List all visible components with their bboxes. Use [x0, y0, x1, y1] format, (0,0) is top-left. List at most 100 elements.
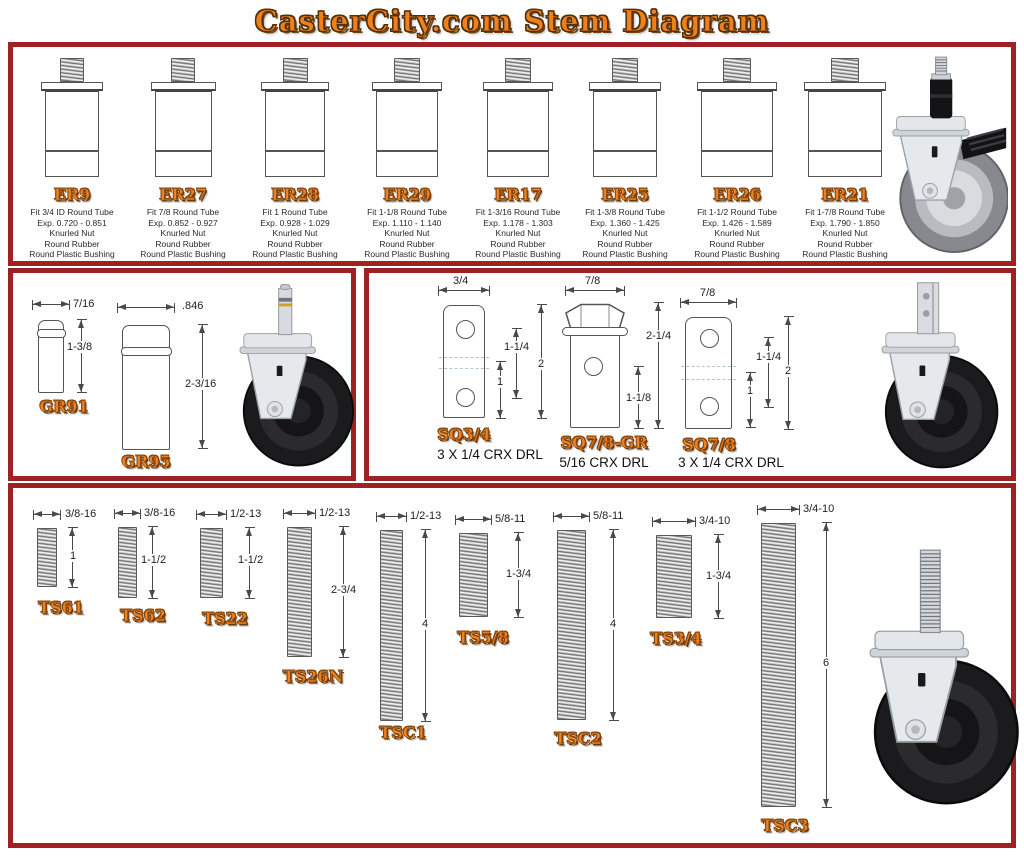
width-dimension-line [455, 515, 492, 525]
caster-photo-grip-ring [239, 284, 355, 467]
er-figure: ER17 Fit 1-3/16 Round Tube Exp. 1.178 - … [459, 58, 577, 260]
figure-label: TSC3 [761, 816, 809, 836]
caster-photo-threaded-stem [869, 549, 1019, 805]
stem-thread-drawing [171, 58, 195, 82]
width-dimension-line [32, 300, 70, 310]
figure-label: ER26 [713, 185, 761, 205]
dimension-label: 1-1/4 [754, 351, 784, 363]
figure-label: ER25 [601, 185, 649, 205]
ts58-rod-drawing [459, 533, 488, 617]
er-figure: ER27 Fit 7/8 Round Tube Exp. 0.852 - 0.9… [124, 58, 242, 260]
dimension-line [746, 372, 756, 428]
dimension-label: 1/2-13 [230, 508, 262, 520]
stem-body-drawing [701, 90, 773, 151]
drill-hole-drawing [456, 320, 475, 339]
figure-label: TS3/4 [650, 629, 702, 649]
stem-thread-drawing [723, 58, 751, 82]
figure-description: Fit 3/4 ID Round Tube Exp. 0.720 - 0.851… [29, 207, 115, 260]
figure-label: ER21 [821, 185, 869, 205]
hidden-line [681, 379, 736, 380]
figure-label: SQ3/4 [437, 425, 491, 445]
figure-description: Fit 7/8 Round Tube Exp. 0.852 - 0.927 Kn… [140, 207, 226, 260]
dimension-label: 2-3/4 [329, 584, 359, 596]
stem-bushing-drawing [265, 150, 325, 177]
stem-body-drawing [154, 90, 212, 151]
figure-description: Fit 1-1/8 Round Tube Exp. 1.110 - 1.140 … [364, 207, 450, 260]
dimension-label: 4 [608, 618, 619, 630]
stem-thread-drawing [282, 58, 308, 82]
height-dimension-line [77, 319, 87, 393]
stem-thread-drawing [60, 58, 84, 82]
dimension-label: 6 [821, 657, 832, 669]
dimension-line [654, 302, 664, 429]
dimension-line [496, 361, 506, 419]
figure-label: TS62 [120, 606, 166, 626]
gr91-stem-drawing [36, 320, 66, 393]
figure-subtitle: 5/16 CRX DRL [559, 455, 649, 470]
dimension-label: 1-3/8 [65, 341, 95, 353]
figure-description: Fit 1-3/16 Round Tube Exp. 1.178 - 1.303… [475, 207, 561, 260]
figure-description: Fit 1-3/8 Round Tube Exp. 1.360 - 1.425 … [582, 207, 668, 260]
figure-label: TS61 [38, 598, 84, 618]
figure-label: SQ7/8 [682, 435, 736, 455]
dimension-label: 3/4 [453, 275, 469, 287]
figure-label: ER17 [494, 185, 542, 205]
dimension-label: 3/4-10 [803, 503, 835, 515]
stem-bushing-drawing [701, 150, 773, 177]
figure-description: Fit 1 Round Tube Exp. 0.928 - 1.029 Knur… [252, 207, 338, 260]
er-figure: ER21 Fit 1-7/8 Round Tube Exp. 1.790 - 1… [786, 58, 904, 260]
figure-label: TSC1 [379, 723, 427, 743]
er-figure: ER25 Fit 1-3/8 Round Tube Exp. 1.360 - 1… [566, 58, 684, 260]
stem-body-drawing [265, 90, 325, 151]
dimension-label: .846 [182, 300, 204, 312]
er-figure: ER28 Fit 1 Round Tube Exp. 0.928 - 1.029… [236, 58, 354, 260]
dimension-label: 5/8-11 [495, 513, 526, 525]
stem-body-drawing [45, 90, 99, 151]
gr95-stem-drawing [120, 325, 172, 450]
hex-cap-drawing [565, 303, 625, 330]
dimension-label: 2 [783, 365, 794, 377]
tsc2-rod-drawing [557, 530, 586, 720]
hidden-line [681, 366, 736, 367]
figure-label: SQ7/8-GR [560, 433, 648, 453]
figure-label: ER27 [159, 185, 207, 205]
figure-description: Fit 1-7/8 Round Tube Exp. 1.790 - 1.850 … [802, 207, 888, 260]
er-stems-panel: ER9 Fit 3/4 ID Round Tube Exp. 0.720 - 0… [8, 42, 1016, 266]
width-dimension-line [117, 303, 175, 313]
sq78gr-stem-drawing [570, 334, 620, 428]
drill-hole-drawing [456, 388, 475, 407]
dimension-label: 4 [420, 618, 431, 630]
stem-thread-drawing [505, 58, 531, 82]
stem-bushing-drawing [154, 150, 212, 177]
caster-photo-expanding-rubber-brake [892, 56, 1008, 253]
dimension-label: 1-1/8 [624, 392, 654, 404]
figure-label: GR95 [121, 452, 171, 472]
dimension-label: 1-3/4 [704, 570, 734, 582]
figure-label: TS22 [202, 609, 248, 629]
dimension-label: 7/16 [73, 298, 95, 310]
grip-ring-drawing [36, 329, 66, 338]
tsc1-rod-drawing [380, 530, 403, 721]
drill-hole-drawing [700, 397, 719, 416]
stem-body-drawing [593, 90, 657, 151]
figure-label: GR91 [39, 397, 89, 417]
stem-bushing-drawing [593, 150, 657, 177]
er-figure: ER9 Fit 3/4 ID Round Tube Exp. 0.720 - 0… [13, 58, 131, 260]
figure-label: ER28 [271, 185, 319, 205]
stem-bushing-drawing [808, 150, 882, 177]
dimension-label: 1-1/2 [139, 554, 169, 566]
dimension-label: 7/8 [700, 287, 716, 299]
dimension-label: 1-1/2 [236, 554, 266, 566]
dimension-label: 3/4-10 [699, 515, 731, 527]
dimension-label: 3/8-16 [65, 508, 97, 520]
caster-photo-square-stem [881, 282, 999, 469]
figure-label: TSC2 [554, 729, 602, 749]
page-title: CasterCity.com Stem Diagram [254, 4, 770, 39]
stem-bushing-drawing [376, 150, 438, 177]
width-dimension-line [33, 510, 61, 520]
dimension-label: 2-3/16 [183, 378, 219, 390]
stem-body-drawing [808, 90, 882, 151]
stem-bushing-drawing [487, 150, 549, 177]
ts34-rod-drawing [656, 535, 692, 618]
